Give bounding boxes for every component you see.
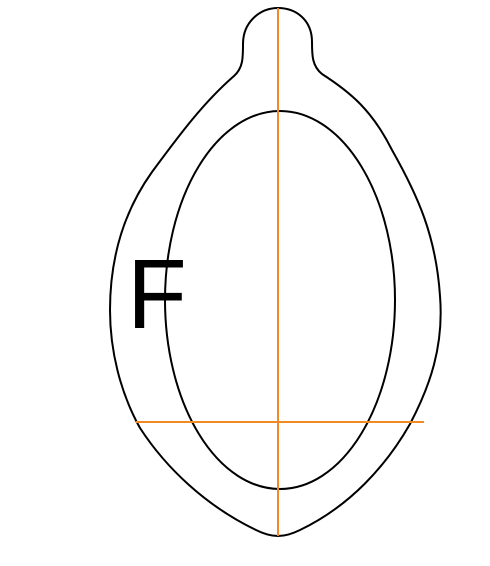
region-label-f: F — [127, 239, 187, 349]
inner-cavity-outline — [165, 111, 395, 489]
